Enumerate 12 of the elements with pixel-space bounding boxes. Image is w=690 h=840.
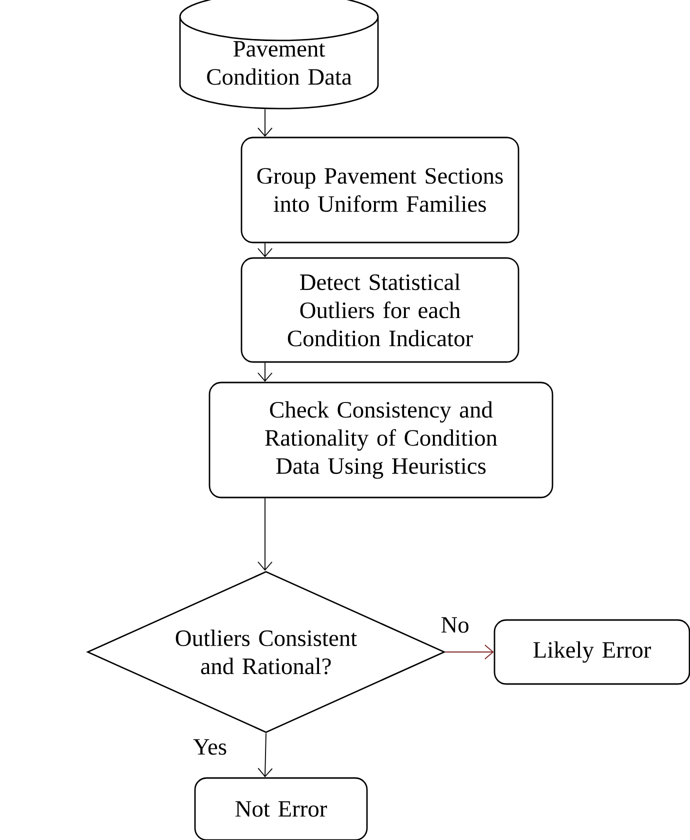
arrow <box>258 108 272 137</box>
arrow <box>258 732 273 778</box>
process-box: Not Error <box>194 777 368 840</box>
arrow <box>258 362 272 382</box>
process-box: Check Consistency and Rationality of Condition Data Using Heuristics <box>208 382 554 498</box>
arrow <box>258 498 272 571</box>
database-cylinder: Pavement Condition Data <box>179 0 379 110</box>
process-box: Group Pavement Sections into Uniform Families <box>240 136 520 244</box>
process-box: Likely Error <box>494 619 690 685</box>
arrow <box>444 644 494 660</box>
edge-label: Yes <box>193 739 226 755</box>
process-box: Detect Statistical Outliers for each Condition Indicator <box>240 257 520 363</box>
